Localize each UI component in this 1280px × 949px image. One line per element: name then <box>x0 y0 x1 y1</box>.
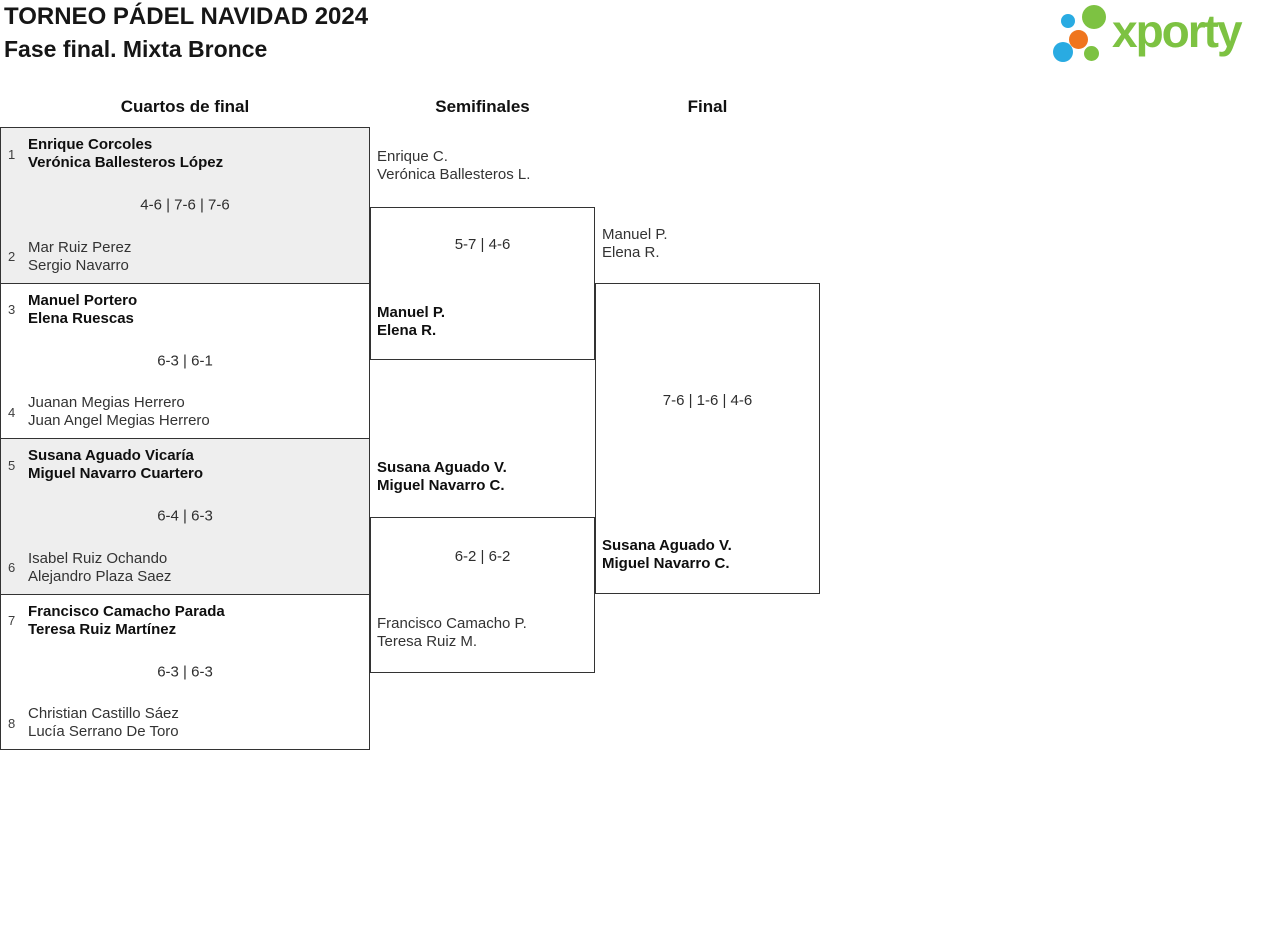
logo-text: xporty <box>1112 5 1243 57</box>
team-name: Juan Angel Megias Herrero <box>28 412 210 429</box>
final-box <box>595 283 820 594</box>
page-subtitle: Fase final. Mixta Bronce <box>4 36 268 62</box>
team-name: Mar Ruiz Perez <box>28 238 132 256</box>
seed-number: 2 <box>8 249 16 264</box>
team-entry: 8 Christian Castillo Sáez Lucía Serrano … <box>1 705 369 741</box>
team-entry: 2 Mar Ruiz Perez Sergio Navarro <box>1 239 369 275</box>
round-header-final: Final <box>687 97 728 116</box>
round-header-semifinals: Semifinales <box>435 97 530 116</box>
team-name: Francisco Camacho P. <box>377 615 527 632</box>
match-card-qf1: 1 Enrique Corcoles Verónica Ballesteros … <box>1 128 369 284</box>
logo-dot-icon <box>1084 46 1099 61</box>
team-entry: Manuel P. Elena R. <box>602 226 668 262</box>
seed-number: 6 <box>8 560 16 575</box>
team-name: Teresa Ruiz M. <box>377 633 478 650</box>
team-entry: 5 Susana Aguado Vicaría Miguel Navarro C… <box>1 447 369 483</box>
team-entry: 4 Juanan Megias Herrero Juan Angel Megia… <box>1 394 369 430</box>
logo-dot-icon <box>1082 5 1106 29</box>
team-name: Elena R. <box>377 322 437 339</box>
semifinal-1-box <box>370 207 595 360</box>
team-entry: 1 Enrique Corcoles Verónica Ballesteros … <box>1 136 369 172</box>
logo-dot-icon <box>1069 30 1088 49</box>
match-score: 5-7 | 4-6 <box>454 236 511 253</box>
quarterfinals-bracket: 1 Enrique Corcoles Verónica Ballesteros … <box>0 127 370 750</box>
team-name: Miguel Navarro Cuartero <box>28 465 204 482</box>
match-score: 4-6 | 7-6 | 7-6 <box>140 196 230 214</box>
logo-dot-icon <box>1061 14 1075 28</box>
match-card-qf4: 7 Francisco Camacho Parada Teresa Ruiz M… <box>1 594 369 749</box>
team-name: Juanan Megias Herrero <box>28 394 185 411</box>
team-name: Manuel P. <box>377 304 446 321</box>
team-name: Verónica Ballesteros López <box>28 154 224 171</box>
team-name: Miguel Navarro C. <box>602 555 730 572</box>
match-score: 6-3 | 6-1 <box>157 352 213 370</box>
team-name: Susana Aguado V. <box>602 537 732 554</box>
seed-number: 8 <box>8 715 16 731</box>
seed-number: 5 <box>8 457 16 473</box>
team-name: Sergio Navarro <box>28 256 129 274</box>
team-name: Miguel Navarro C. <box>377 477 505 494</box>
team-name: Susana Aguado V. <box>377 459 507 476</box>
seed-number: 7 <box>8 613 16 628</box>
team-name: Enrique C. <box>377 148 448 165</box>
team-name: Enrique Corcoles <box>28 136 153 153</box>
team-entry: Francisco Camacho P. Teresa Ruiz M. <box>377 615 527 651</box>
team-name: Teresa Ruiz Martínez <box>28 620 177 638</box>
match-score: 6-3 | 6-3 <box>157 663 213 681</box>
xporty-logo[interactable]: xporty <box>1050 0 1280 72</box>
team-name: Verónica Ballesteros L. <box>377 166 531 183</box>
team-entry: 6 Isabel Ruiz Ochando Alejandro Plaza Sa… <box>1 550 369 586</box>
team-name: Elena Ruescas <box>28 309 134 327</box>
team-entry: Manuel P. Elena R. <box>377 304 445 340</box>
team-name: Lucía Serrano De Toro <box>28 723 179 740</box>
team-name: Isabel Ruiz Ochando <box>28 549 168 567</box>
team-name: Alejandro Plaza Saez <box>28 567 172 585</box>
match-score: 6-4 | 6-3 <box>157 507 213 525</box>
seed-number: 4 <box>8 404 16 420</box>
team-entry: Susana Aguado V. Miguel Navarro C. <box>377 459 507 495</box>
team-name: Elena R. <box>602 244 660 261</box>
match-card-qf2: 3 Manuel Portero Elena Ruescas 6-3 | 6-1… <box>1 283 369 439</box>
team-name: Francisco Camacho Parada <box>28 602 225 620</box>
match-score: 7-6 | 1-6 | 4-6 <box>662 392 753 409</box>
team-entry: 3 Manuel Portero Elena Ruescas <box>1 292 369 328</box>
team-entry: Susana Aguado V. Miguel Navarro C. <box>602 537 732 573</box>
page-title: TORNEO PÁDEL NAVIDAD 2024 <box>4 3 369 30</box>
match-card-qf3: 5 Susana Aguado Vicaría Miguel Navarro C… <box>1 439 369 595</box>
team-name: Manuel P. <box>602 226 668 243</box>
team-name: Christian Castillo Sáez <box>28 705 179 722</box>
seed-number: 1 <box>8 146 16 162</box>
match-score: 6-2 | 6-2 <box>454 548 511 565</box>
team-entry: 7 Francisco Camacho Parada Teresa Ruiz M… <box>1 603 369 639</box>
team-name: Manuel Portero <box>28 291 138 309</box>
team-entry: Enrique C. Verónica Ballesteros L. <box>377 148 530 184</box>
team-name: Susana Aguado Vicaría <box>28 447 194 464</box>
seed-number: 3 <box>8 302 16 317</box>
round-header-quarterfinals: Cuartos de final <box>120 97 250 116</box>
semifinal-2-box <box>370 517 595 673</box>
logo-dot-icon <box>1053 42 1073 62</box>
